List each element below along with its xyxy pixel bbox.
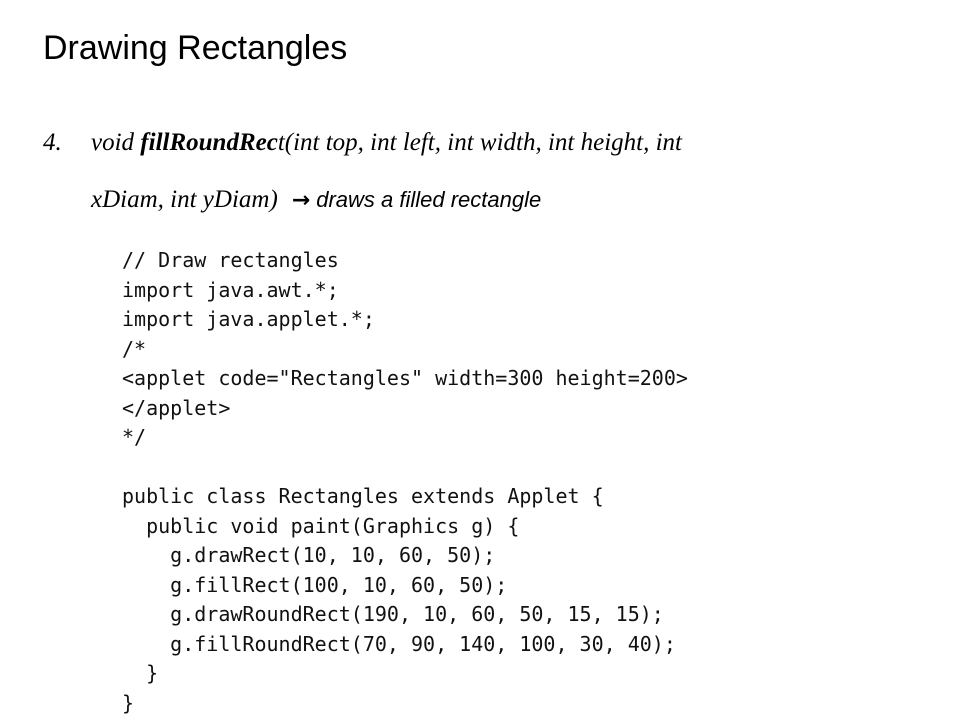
code-line: */: [122, 425, 147, 449]
code-line: }: [122, 690, 135, 715]
code-line: <applet code="Rectangles" width=300 heig…: [122, 366, 688, 390]
code-line: import java.applet.*;: [122, 307, 375, 331]
right-arrow-icon: →: [291, 188, 311, 213]
code-line: g.drawRect(10, 10, 60, 50);: [122, 543, 496, 567]
method-description: draws a filled rectangle: [316, 187, 542, 212]
method-name: fillRoundRec: [140, 129, 278, 156]
code-line: public void paint(Graphics g) {: [122, 513, 520, 538]
code-line: public class Rectangles extends Applet {: [122, 484, 604, 508]
code-line: import java.awt.*;: [122, 277, 339, 302]
code-line: g.fillRect(100, 10, 60, 50);: [122, 572, 508, 597]
code-line: g.drawRoundRect(190, 10, 60, 50, 15, 15)…: [122, 602, 664, 626]
bullet-number: 4.: [43, 129, 62, 156]
method-signature-line-2: xDiam, int yDiam) →draws a filled rectang…: [91, 185, 541, 215]
code-line: }: [122, 661, 159, 685]
method-signature-line-1: void fillRoundRect(int top, int left, in…: [91, 128, 682, 157]
return-type: void: [91, 129, 141, 156]
slide-title: Drawing Rectangles: [43, 29, 348, 67]
code-line: </applet>: [122, 395, 231, 420]
code-line: [122, 453, 688, 483]
code-listing: // Draw rectangles import java.awt.*; impo…: [122, 246, 688, 718]
code-line: /*: [122, 336, 147, 361]
method-params-end: xDiam, int yDiam): [91, 186, 278, 213]
method-params-start: t(int top, int left, int width, int heig…: [277, 129, 682, 156]
code-line: g.fillRoundRect(70, 90, 140, 100, 30, 40…: [122, 631, 676, 656]
code-line: // Draw rectangles: [122, 248, 339, 272]
